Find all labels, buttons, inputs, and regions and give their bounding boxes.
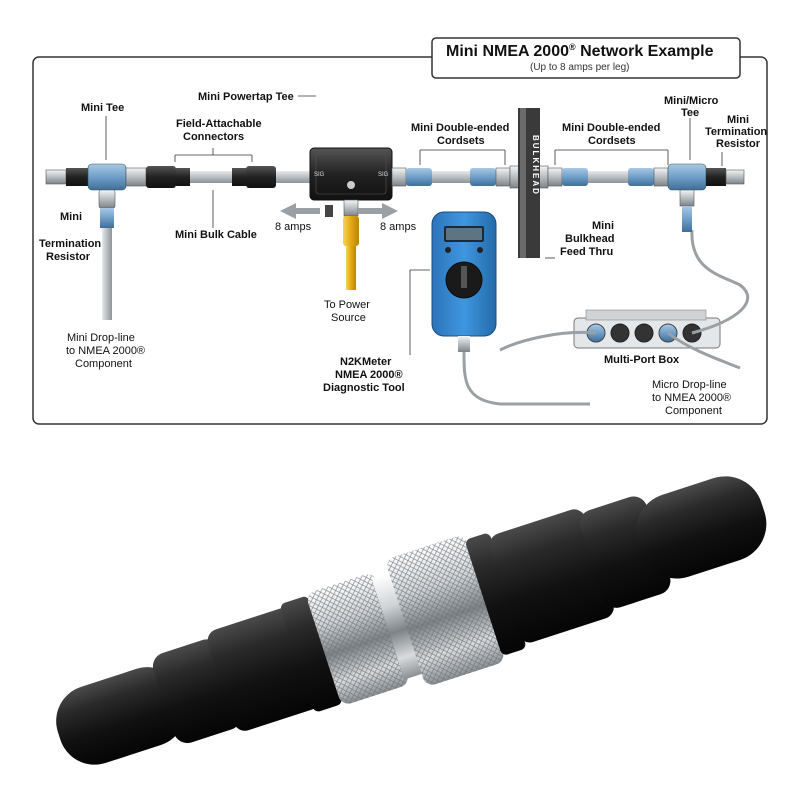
label-mini-tee: Mini Tee (81, 102, 124, 114)
label-mini-micro-tee-2: Tee (681, 107, 699, 119)
mini-tee (87, 163, 127, 191)
label-bulkhead-3: Feed Thru (560, 246, 613, 258)
label-n2k: N2KMeter (340, 356, 392, 368)
coupling-nut-left (307, 572, 424, 704)
label-double-ended-left-2: Cordsets (437, 135, 485, 147)
label-double-ended-left: Mini Double-ended (411, 122, 509, 134)
label-micro-drop-3: Component (665, 405, 722, 417)
backbone: SIG SIG (45, 147, 745, 201)
label-field-attachable: Field-Attachable (176, 118, 262, 130)
label-drop-line: Mini Drop-line (67, 332, 135, 344)
label-power-source-2: Source (331, 312, 366, 324)
label-drop-line-3: Component (75, 358, 132, 370)
power-cable (325, 199, 359, 290)
title-box: Mini NMEA 2000® Network Example (Up to 8… (431, 37, 741, 79)
label-term-right: Mini (727, 114, 749, 126)
network-diagram: Mini NMEA 2000® Network Example (Up to 8… (32, 37, 768, 425)
mini-drop-line (98, 189, 116, 320)
label-term-right-3: Resistor (716, 138, 761, 150)
label-bulkhead: Mini (592, 220, 614, 232)
micro-drop-connector (679, 189, 695, 232)
label-term-left-3: Resistor (46, 251, 91, 263)
n2kmeter-device (431, 211, 590, 406)
label-amps-right: 8 amps (380, 221, 417, 233)
label-multiport: Multi-Port Box (604, 354, 680, 366)
svg-text:SIG: SIG (378, 172, 389, 178)
field-connector-left (146, 166, 176, 188)
label-n2k-2: NMEA 2000® (335, 369, 403, 381)
right-boot (466, 476, 767, 655)
label-n2k-3: Diagnostic Tool (323, 382, 405, 394)
label-double-ended-right: Mini Double-ended (562, 122, 660, 134)
label-term-left-2: Termination (39, 238, 101, 250)
arrow-right-icon (358, 203, 398, 219)
label-bulkhead-2: Bulkhead (565, 233, 615, 245)
label-powertap-tee: Mini Powertap Tee (198, 91, 294, 103)
arrow-left-icon (280, 203, 320, 219)
label-micro-drop: Micro Drop-line (652, 379, 727, 391)
label-double-ended-right-2: Cordsets (588, 135, 636, 147)
label-bulk-cable: Mini Bulk Cable (175, 229, 257, 241)
label-term-right-2: Termination (705, 126, 767, 138)
field-connector-right (246, 166, 276, 188)
diagram-title: Mini NMEA 2000® Network Example (446, 42, 714, 60)
svg-text:SIG: SIG (314, 172, 325, 178)
svg-text:BULKHEAD: BULKHEAD (531, 135, 540, 196)
multi-port-box (499, 229, 750, 370)
left-boot (56, 596, 342, 765)
coupling-nut-right (387, 536, 504, 685)
label-amps-left: 8 amps (275, 221, 312, 233)
label-power-source: To Power (324, 299, 370, 311)
label-mini-micro-tee: Mini/Micro (664, 95, 719, 107)
bulkhead-panel: BULKHEAD (518, 108, 540, 258)
connector-photo (56, 476, 767, 765)
mini-bulk-cable (190, 171, 232, 183)
label-micro-drop-2: to NMEA 2000® (652, 392, 731, 404)
mini-micro-tee (667, 163, 707, 191)
label-drop-line-2: to NMEA 2000® (66, 345, 145, 357)
label-field-attachable-2: Connectors (183, 131, 244, 143)
diagram-subtitle: (Up to 8 amps per leg) (530, 62, 630, 73)
leader-lines (105, 95, 723, 355)
label-term-left: Mini (60, 211, 82, 223)
